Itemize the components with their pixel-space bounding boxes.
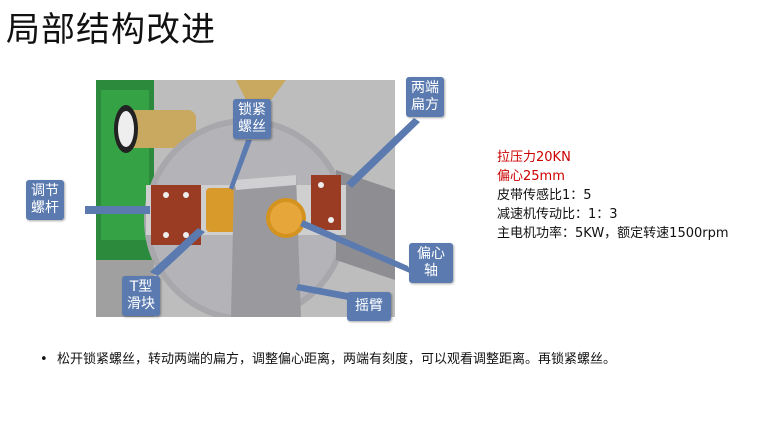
bullet-text: 松开锁紧螺丝，转动两端的扁方，调整偏心距离，两端有刻度，可以观看调整距离。再锁紧… [57,352,617,367]
param-motor: 主电机功率：5KW，额定转速1500rpm [497,226,729,241]
callout-lock-screw: 锁紧 螺丝 [233,99,271,139]
slide-title: 局部结构改进 [6,10,216,50]
callout-rocker-arm: 摇臂 [347,292,391,321]
bullet-marker: • [40,352,48,367]
callout-eccentric-shaft: 偏心 轴 [409,243,453,283]
parameter-list: 拉压力20KN 偏心25mm 皮带传感比1：5 减速机传动比：1：3 主电机功率… [497,148,729,243]
callout-adjust-rod: 调节 螺杆 [26,180,64,220]
param-reducer-ratio: 减速机传动比：1：3 [497,207,618,222]
param-belt-ratio: 皮带传感比1：5 [497,188,592,203]
mechanism-illustration [96,80,395,317]
param-pull-force: 拉压力20KN [497,150,571,165]
callout-flat-ends: 两端 扁方 [406,77,444,117]
callout-t-slider: T型 滑块 [122,276,160,316]
param-eccentric: 偏心25mm [497,169,565,184]
